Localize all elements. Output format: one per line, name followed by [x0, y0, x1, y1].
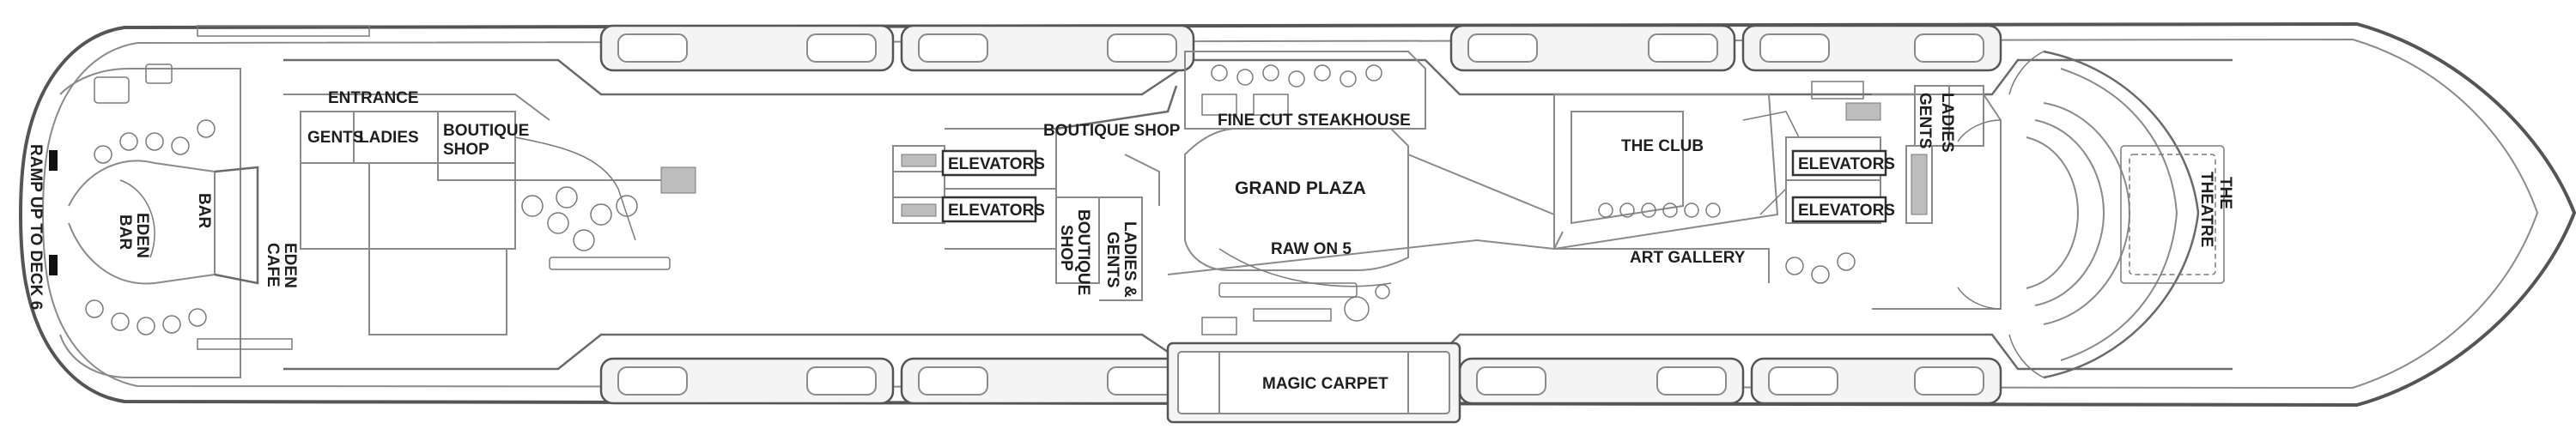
label-ladies-aft: LADIES [359, 129, 419, 147]
lifeboat [918, 33, 988, 63]
lifeboat [1107, 366, 1177, 396]
label-eden-bar-1: EDEN [133, 213, 151, 258]
aft-rooms [283, 94, 696, 335]
label-theatre-2: THEATRE [2197, 172, 2215, 247]
label-boutique-vert-1: BOUTIQUE [1074, 209, 1092, 295]
club-area [1553, 81, 1881, 284]
label-eden-cafe-2: CAFE [264, 243, 282, 287]
lifeboat [918, 366, 988, 396]
label-eden-bar-2: BAR [116, 214, 134, 250]
label-art-gallery: ART GALLERY [1630, 249, 1746, 267]
label-eden-cafe-1: EDEN [281, 243, 299, 288]
lifeboats-top [599, 24, 2002, 72]
label-raw-on-5: RAW ON 5 [1271, 240, 1352, 258]
label-boutique-aft-2: SHOP [443, 141, 489, 159]
lifeboat [1914, 366, 1984, 396]
label-grand-plaza: GRAND PLAZA [1235, 178, 1366, 198]
label-fine-cut-steakhouse: FINE CUT STEAKHOUSE [1218, 112, 1411, 130]
label-magic-carpet: MAGIC CARPET [1262, 375, 1388, 393]
lifeboats-bottom [599, 357, 2002, 405]
elevators-mid-upper-box [941, 149, 1037, 177]
label-ramp: RAMP UP TO DECK 6 [27, 144, 45, 310]
label-ladies-gents-1: LADIES & [1121, 221, 1139, 298]
lifeboat [1656, 366, 1727, 396]
label-boutique-mid: BOUTIQUE SHOP [1043, 122, 1181, 140]
lifeboat [1107, 33, 1177, 63]
label-boutique-aft-1: BOUTIQUE [443, 122, 529, 140]
label-theatre-1: THE [2216, 177, 2234, 209]
label-gents-aft: GENTS [307, 129, 363, 147]
lifeboat [1476, 366, 1546, 396]
grand-plaza-area [1167, 128, 1564, 335]
magic-carpet-platform [1166, 341, 1461, 424]
lifeboat [617, 366, 688, 396]
lifeboat [617, 33, 688, 63]
lifeboat [1914, 33, 1984, 63]
eden-area [49, 25, 370, 378]
lifeboat [806, 33, 877, 63]
mid-area [892, 85, 1178, 301]
label-ladies-gents-2: GENTS [1103, 232, 1121, 287]
elevators-fwd-lower-box [1791, 196, 1887, 223]
label-boutique-vert-2: SHOP [1057, 225, 1075, 271]
label-elevators-fwd-upper: ELEVATORS [1798, 155, 1895, 173]
lifeboat [1768, 366, 1838, 396]
label-elevators-fwd-lower: ELEVATORS [1798, 202, 1895, 220]
label-the-club: THE CLUB [1621, 137, 1704, 155]
theatre-area [1957, 50, 2225, 379]
steakhouse-area [1184, 51, 1426, 130]
label-entrance: ENTRANCE [328, 89, 419, 107]
label-ladies-fwd: LADIES [1938, 93, 1956, 153]
elevators-mid-lower-box [941, 196, 1037, 223]
elevators-fwd-upper-box [1791, 149, 1887, 177]
label-gents-fwd: GENTS [1916, 93, 1934, 148]
label-elevators-mid-lower: ELEVATORS [948, 202, 1045, 220]
lifeboat [1648, 33, 1718, 63]
label-eden-bar-3: BAR [195, 193, 213, 228]
lifeboat [1759, 33, 1830, 63]
lifeboat [806, 366, 877, 396]
corridor-upper-wall [283, 58, 2233, 96]
lifeboat [1467, 33, 1538, 63]
hull-inner-line [42, 38, 2539, 390]
label-elevators-mid-upper: ELEVATORS [948, 155, 1045, 173]
